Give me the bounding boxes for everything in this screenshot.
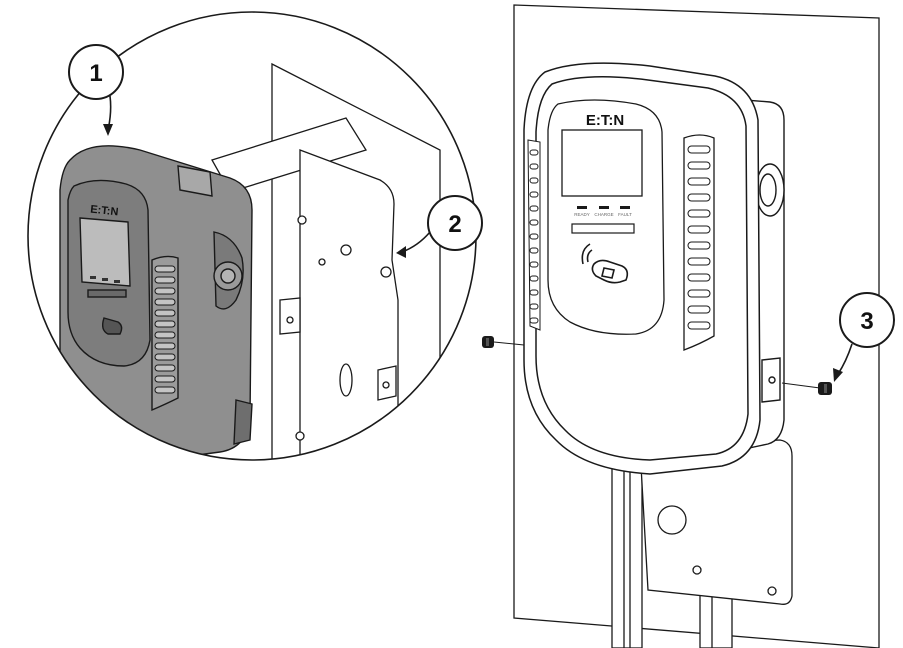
vent-slot: [154, 386, 176, 394]
led-label-charge: CHARGE: [594, 212, 613, 217]
status-leds: READY CHARGE FAULT: [574, 206, 632, 217]
charger-unit-detail: [59, 145, 253, 460]
vent-slot: [687, 257, 711, 266]
vent-slot: [687, 273, 711, 282]
vent-slot: [529, 205, 539, 212]
card-slot: [571, 223, 635, 234]
vent-slot: [529, 149, 539, 156]
vent-slot: [529, 303, 539, 310]
vent-slot: [154, 353, 176, 361]
vent-slot: [529, 233, 539, 240]
vent-slot: [529, 275, 539, 282]
callout-3: 3: [833, 292, 895, 382]
mounting-screw-left: [482, 336, 525, 348]
callout-1: 1: [68, 44, 124, 136]
vent-slot: [687, 321, 711, 330]
vent-slot: [154, 298, 176, 306]
brand-logo-detail: E:T:N: [90, 204, 119, 219]
callout-3-number: 3: [860, 308, 873, 335]
vent-grille-left: [527, 139, 541, 331]
vent-slot: [687, 193, 711, 202]
vent-slot: [687, 161, 711, 170]
vent-slot: [529, 191, 539, 198]
ev-charger-unit: [523, 62, 761, 475]
rfid-icon: [581, 243, 629, 284]
vent-slot: [154, 342, 176, 350]
vent-slot: [529, 261, 539, 268]
brand-logo: E:T:N: [586, 112, 624, 129]
vent-slot: [687, 145, 711, 154]
vent-grille-right: [683, 134, 715, 351]
vent-slot: [154, 309, 176, 317]
mounting-bracket: [639, 439, 793, 605]
vent-slot: [154, 331, 176, 339]
vent-slot: [529, 247, 539, 254]
vent-slot: [529, 163, 539, 170]
detail-magnifier: E:T:N: [27, 11, 477, 461]
vent-slot: [687, 177, 711, 186]
vent-slot: [529, 289, 539, 296]
display-screen: [561, 129, 643, 197]
wall-mounting-bracket: [211, 117, 399, 460]
vent-slot: [687, 289, 711, 298]
vent-slot: [154, 364, 176, 372]
vent-slot: [529, 177, 539, 184]
vent-slot: [687, 305, 711, 314]
vent-slot: [154, 265, 176, 273]
vent-slot: [687, 241, 711, 250]
callout-1-number: 1: [89, 60, 102, 87]
vent-slot: [154, 276, 176, 284]
vent-slot: [529, 219, 539, 226]
mounting-screw-right: [781, 382, 832, 395]
vent-slot: [687, 225, 711, 234]
led-label-fault: FAULT: [618, 212, 632, 217]
vent-slot: [687, 209, 711, 218]
callout-2: 2: [396, 195, 483, 258]
vent-slot: [154, 320, 176, 328]
led-label-ready: READY: [574, 212, 590, 217]
callout-2-number: 2: [448, 211, 461, 238]
vent-slot: [154, 375, 176, 383]
vent-slot: [154, 287, 176, 295]
vent-slot: [529, 317, 539, 324]
